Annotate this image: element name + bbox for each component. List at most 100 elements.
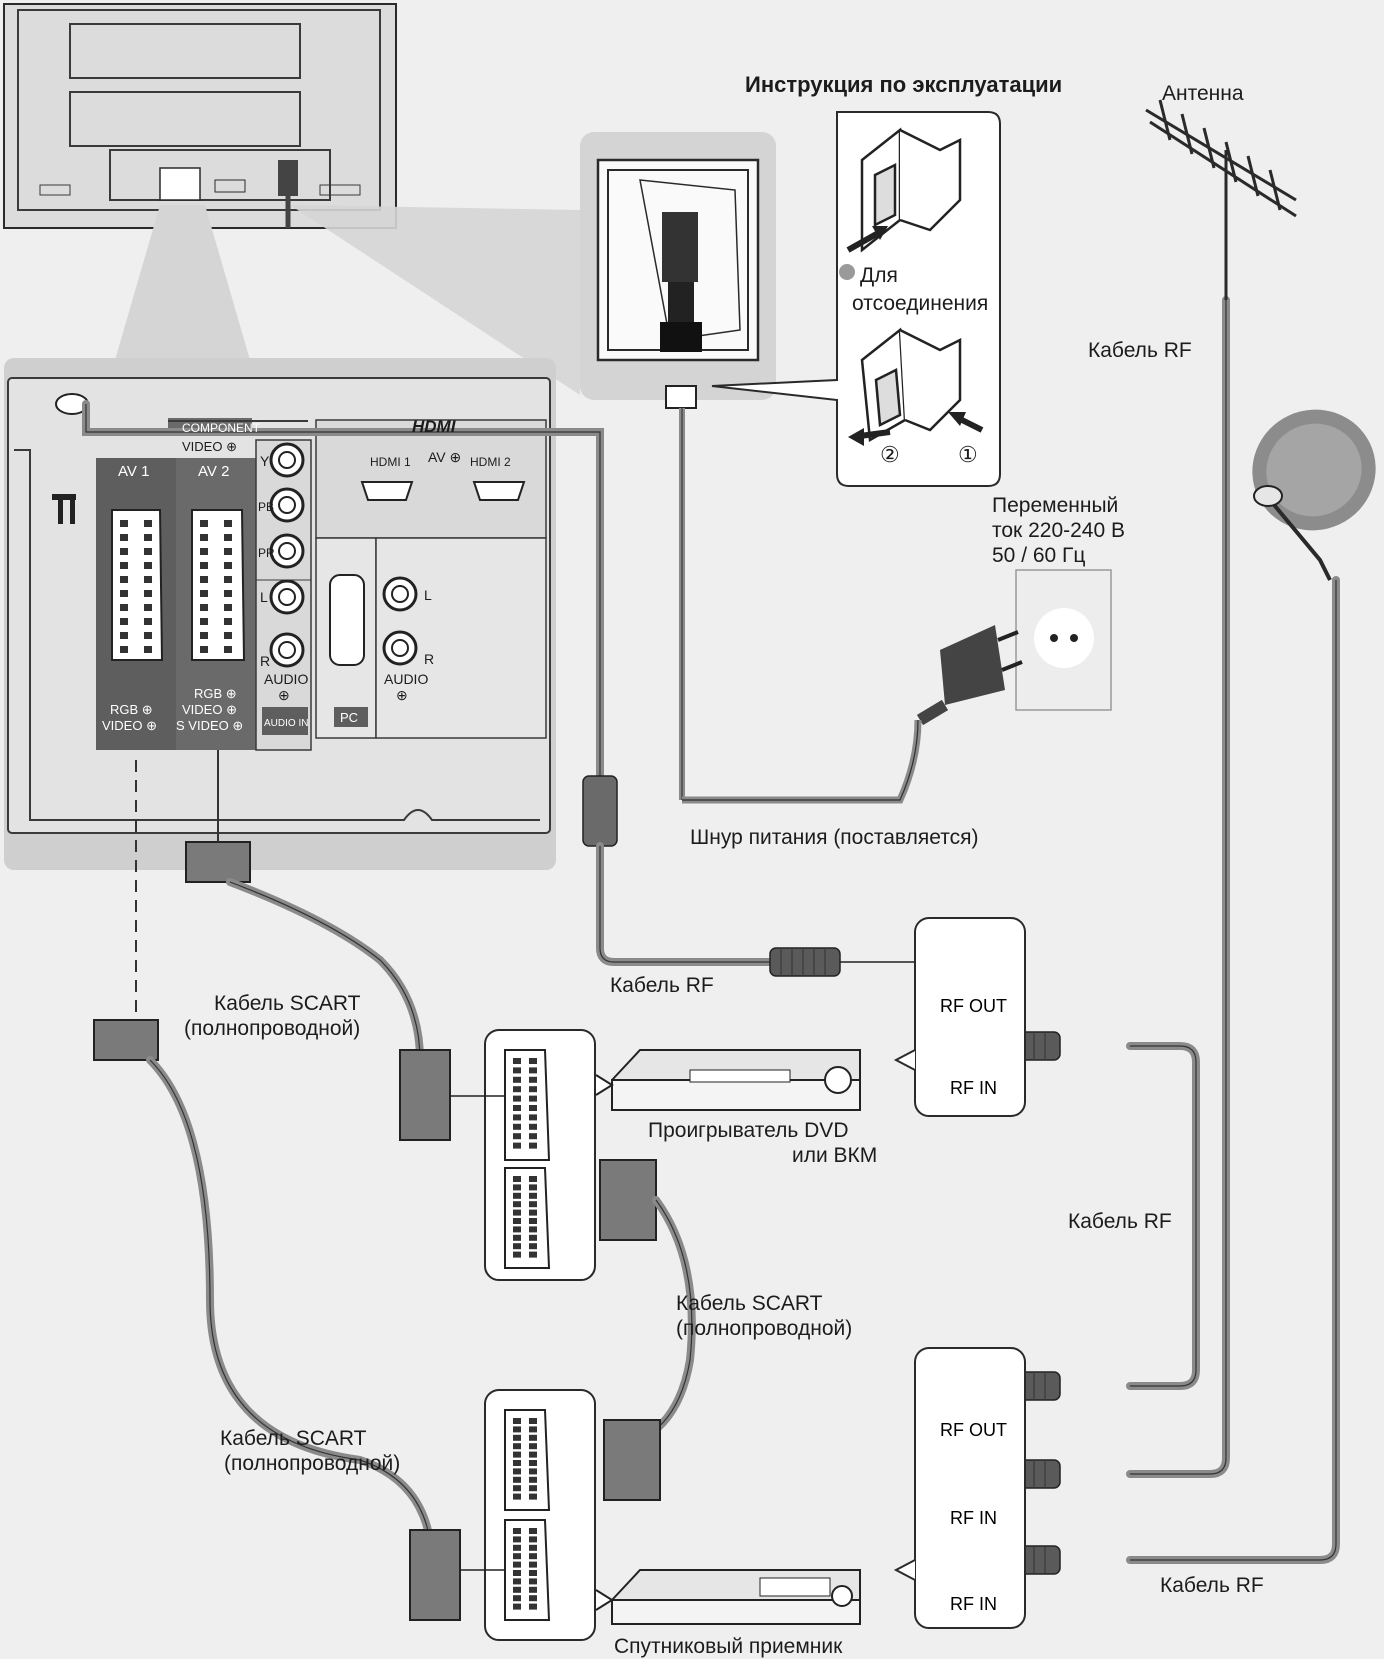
arrow-left-icon (859, 429, 891, 439)
audio-right-label: AUDIO (384, 671, 428, 687)
scart-pin (144, 520, 152, 527)
dvd-label-2: или ВКМ (792, 1144, 877, 1167)
scart-plug-av2 (185, 841, 251, 883)
pc-label: PC (340, 710, 358, 725)
rf-cable-tv-internal-core (85, 404, 601, 780)
sat-scart-socket-1-pin (529, 1468, 537, 1475)
dvd-scart-socket-1 (504, 1049, 551, 1161)
sat-scart-socket-2-pin (513, 1595, 521, 1602)
sat-scart-socket-2-pin (513, 1528, 521, 1534)
rf-cable-tv-core (599, 846, 770, 963)
r-left-label: R (260, 653, 270, 669)
scart-pin (224, 576, 232, 583)
dvd-label-1: Проигрыватель DVD (648, 1119, 848, 1142)
dvd-scart-socket-2-pin (513, 1226, 521, 1233)
rf-connector-tv (582, 775, 618, 847)
rca-jack-3-inner (278, 588, 296, 606)
scart-plug-sat (409, 1529, 461, 1621)
av-in-label: AV ⊕ (428, 449, 461, 465)
dvd-scart-socket-2-pin (529, 1176, 537, 1182)
dvd-scart-socket-1-pin (529, 1114, 537, 1121)
dvd-scart-socket-2-pin (529, 1209, 537, 1216)
sat-scart-socket-2-pin (529, 1570, 537, 1576)
sat-scart-socket-1-pin (513, 1460, 521, 1466)
pr-label: PR (258, 546, 275, 560)
sat-scart-socket-2-pin (529, 1578, 537, 1585)
sat-scart-socket-1-pin (513, 1451, 521, 1458)
dvd-scart-socket-2-pin (513, 1234, 521, 1241)
audio-right-sym: ⊕ (396, 687, 408, 703)
dvd-scart-socket-1-pin (529, 1142, 537, 1149)
scart-pin (120, 576, 128, 583)
sat-scart-socket-2-pin (513, 1603, 521, 1610)
sat-knob (831, 1585, 853, 1607)
satellite-dish-icon (1252, 409, 1376, 581)
sat-scart-socket-2-pin (513, 1536, 521, 1543)
scart-plug-dvd-2 (599, 1159, 657, 1241)
scart-plug-av1 (93, 1019, 159, 1061)
dvd-player-front (611, 1079, 861, 1111)
dvd-scart-socket-1-pin (513, 1123, 521, 1130)
power-cord-label: Шнур питания (поставляется) (690, 826, 978, 849)
l-left-label: L (260, 589, 268, 605)
sat-front (611, 1599, 861, 1625)
av1-label: AV 1 (118, 463, 149, 480)
scart-pin (224, 562, 232, 569)
sat-scart-socket-1-pin (513, 1493, 521, 1500)
arrow-right-icon (846, 229, 882, 253)
ac-power-label-2: ток 220-240 В (992, 519, 1125, 542)
clip-illustration-top (860, 127, 962, 253)
power-plug (916, 625, 1023, 726)
rf-ports-sat: RF OUT RF IN RF IN (893, 1347, 1026, 1629)
dvd-scart-socket-2-pin (513, 1243, 521, 1250)
instruction-box (711, 111, 1001, 487)
rf-in-sat-2-label: RF IN (950, 1594, 997, 1614)
scart-pin (120, 590, 128, 597)
rca-jack-1-inner (278, 496, 296, 514)
dvd-scart-socket-2-pin (513, 1192, 521, 1199)
sat-scart-socket-2-pin (529, 1553, 537, 1560)
sat-scart-socket-1-pin (529, 1434, 537, 1441)
r-right-label: R (424, 651, 434, 667)
sat-scart-socket-1-pin (529, 1451, 537, 1458)
sat-scart-socket-1-pin (529, 1460, 537, 1466)
dvd-scart-socket-1-pin (513, 1133, 521, 1140)
sat-scart-socket-1-pin (513, 1476, 521, 1483)
scart-plug-dvd (399, 1049, 451, 1141)
av2-label: AV 2 (198, 463, 229, 480)
scart-pin (200, 576, 208, 583)
rca-jack-2-inner (278, 542, 296, 560)
sat-display (759, 1577, 831, 1597)
step-1-marker: ① (958, 442, 978, 467)
component-label: COMPONENT (182, 421, 261, 435)
scart-pin (120, 632, 128, 639)
y-label: Y (260, 453, 270, 469)
sat-scart-socket-2-pin (529, 1544, 537, 1551)
scart-pin (200, 548, 208, 555)
hdmi1-label: HDMI 1 (370, 455, 411, 469)
scart-pin (120, 646, 128, 653)
step-2-marker: ② (880, 442, 900, 467)
dvd-scart-socket-2-pin (529, 1251, 537, 1258)
sat-scart-socket-1-pin (513, 1434, 521, 1441)
sat-scart-socket-1-pin (513, 1418, 521, 1424)
zoom-funnel-panel (115, 205, 250, 360)
scart-cable-3-core (149, 1059, 431, 1541)
dvd-scart-socket-2-pin (529, 1192, 537, 1199)
scart-cable-1-label: Кабель SCART (214, 992, 361, 1015)
audio-left-label: AUDIO (264, 671, 308, 687)
sat-scart-socket-1-pin (529, 1485, 537, 1492)
scart-pin (120, 604, 128, 611)
av1-video-label: VIDEO ⊕ (102, 718, 157, 733)
sat-scart-socket-2-pin (529, 1603, 537, 1610)
scart-pin (144, 632, 152, 639)
rf-cable-mid-label: Кабель RF (1068, 1210, 1172, 1233)
hdmi-logo: HDMI (412, 417, 457, 436)
scart-cable-1-core (229, 881, 421, 1061)
dvd-scart-socket-1-pin (529, 1076, 537, 1083)
dvd-scart-socket-1-pin (529, 1086, 537, 1093)
scart-pin (200, 534, 208, 541)
scart-pin (224, 646, 232, 653)
rca-jack-4-inner (278, 641, 296, 659)
dvd-scart-socket-1-pin (513, 1076, 521, 1083)
